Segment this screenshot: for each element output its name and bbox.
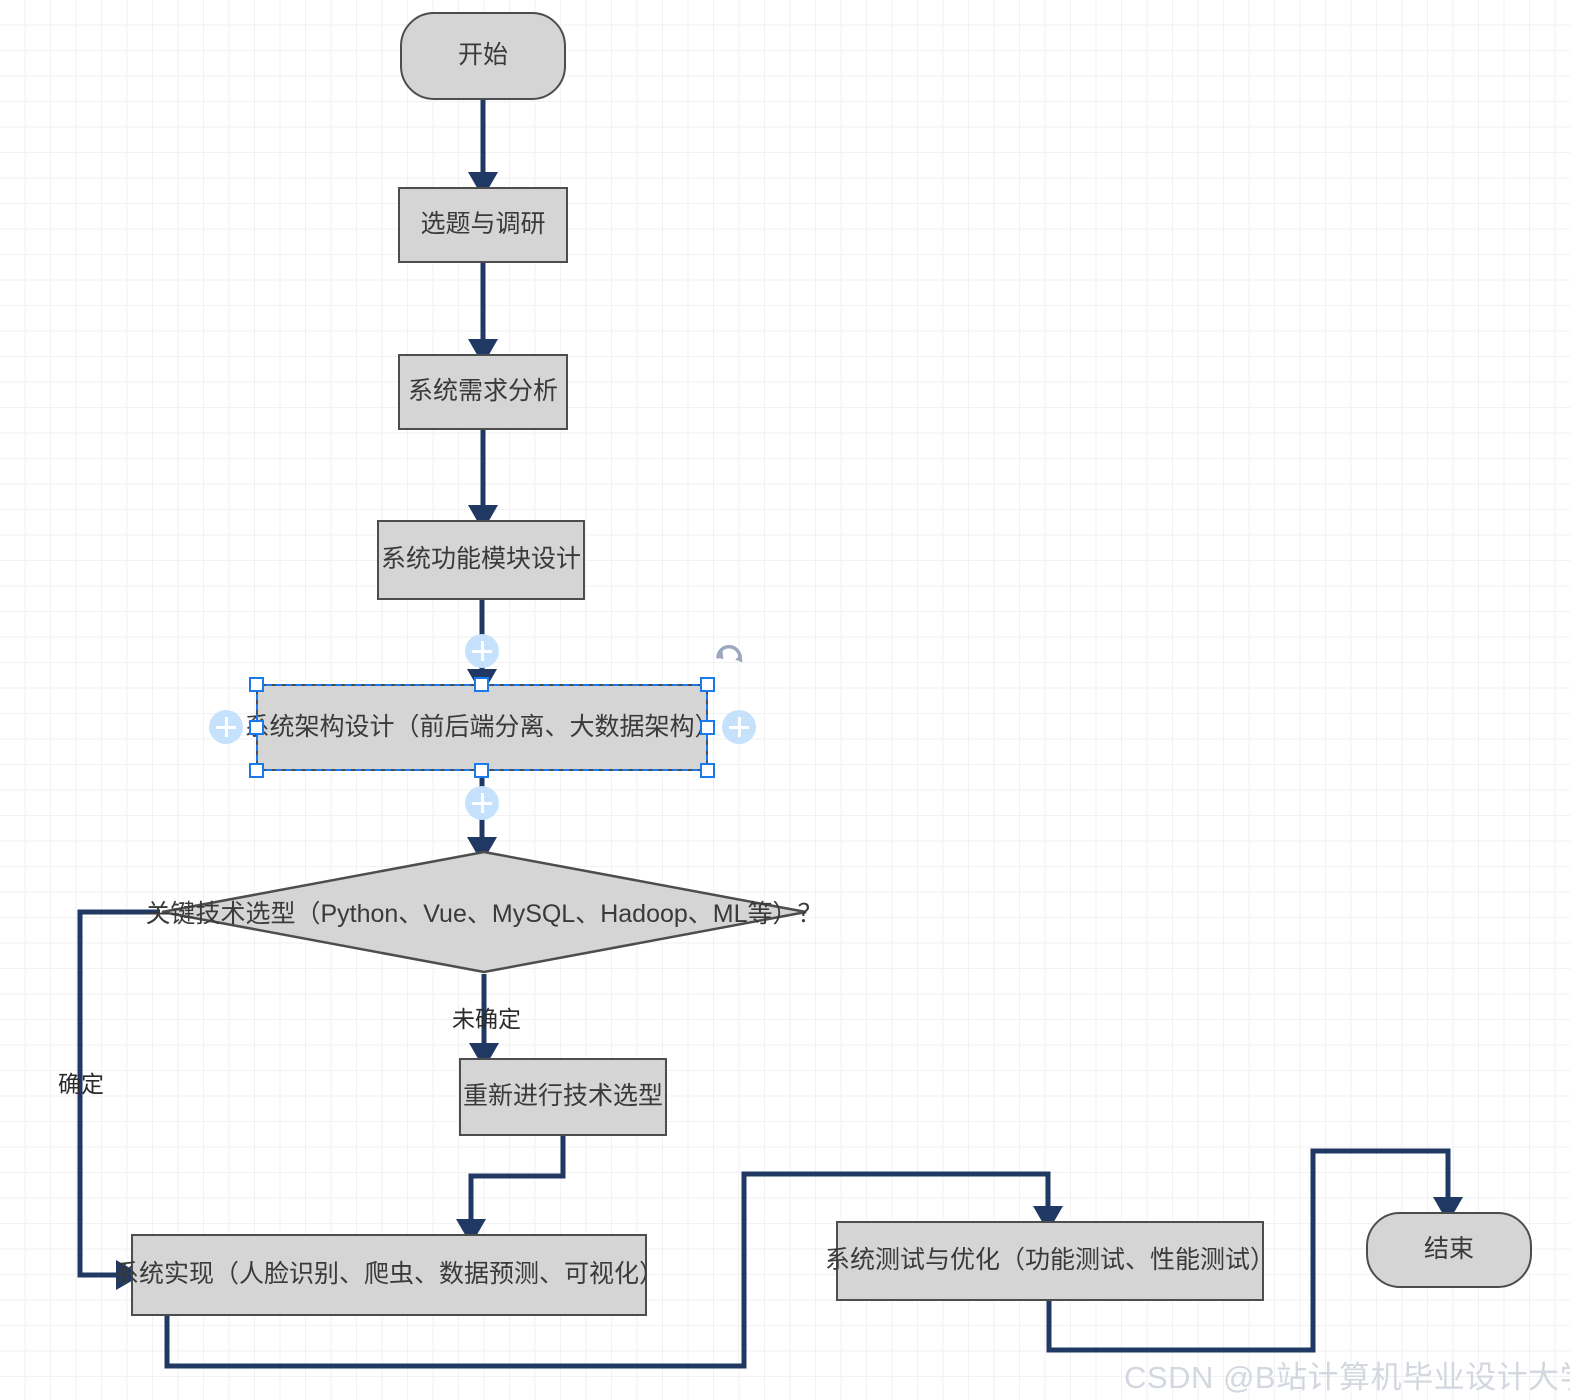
handle-middle-left[interactable]: [249, 720, 264, 735]
node-label-require: 系统需求分析: [407, 377, 558, 406]
connect-port-bottom[interactable]: [465, 786, 499, 820]
node-topic[interactable]: 选题与调研: [398, 187, 568, 263]
node-retech[interactable]: 重新进行技术选型: [459, 1058, 667, 1136]
handle-bottom-right[interactable]: [700, 763, 715, 778]
handle-top-left[interactable]: [249, 677, 264, 692]
node-label-test: 系统测试与优化（功能测试、性能测试）: [825, 1246, 1276, 1275]
handle-bottom-left[interactable]: [249, 763, 264, 778]
node-label-module: 系统功能模块设计: [380, 545, 581, 574]
node-label-start: 开始: [457, 41, 508, 70]
decision-shape: [161, 850, 807, 974]
node-test[interactable]: 系统测试与优化（功能测试、性能测试）: [825, 1221, 1275, 1301]
handle-top-center[interactable]: [474, 677, 489, 692]
node-impl[interactable]: 系统实现（人脸识别、爬虫、数据预测、可视化）: [114, 1234, 664, 1316]
handle-top-right[interactable]: [700, 677, 715, 692]
node-start[interactable]: 开始: [400, 12, 566, 100]
node-module[interactable]: 系统功能模块设计: [377, 520, 585, 600]
edge-label-tech-to-retech: 未确定: [452, 1006, 521, 1032]
node-label-impl: 系统实现（人脸识别、爬虫、数据预测、可视化）: [114, 1260, 665, 1289]
connect-port-top[interactable]: [465, 634, 499, 668]
node-label-tech: 关键技术选型（Python、Vue、MySQL、Hadoop、ML等）？: [145, 900, 823, 928]
connect-port-right[interactable]: [722, 710, 756, 744]
node-label-end: 结束: [1423, 1235, 1474, 1264]
node-label-retech: 重新进行技术选型: [462, 1082, 663, 1111]
node-label-arch: 系统架构设计（前后端分离、大数据架构）: [244, 712, 720, 741]
edge-label-tech-to-impl: 确定: [58, 1071, 104, 1097]
connect-port-left[interactable]: [209, 710, 243, 744]
node-tech[interactable]: [160, 850, 808, 974]
handle-middle-right[interactable]: [700, 720, 715, 735]
node-require[interactable]: 系统需求分析: [398, 354, 568, 430]
node-label-topic: 选题与调研: [420, 210, 546, 239]
rotate-icon: [716, 645, 743, 663]
rotate-handle[interactable]: [713, 641, 747, 675]
watermark: CSDN @B站计算机毕业设计大学: [1124, 1360, 1570, 1395]
node-end[interactable]: 结束: [1366, 1212, 1532, 1288]
node-arch[interactable]: 系统架构设计（前后端分离、大数据架构）: [245, 684, 720, 771]
edge-retech-to-impl[interactable]: [456, 1136, 566, 1245]
handle-bottom-center[interactable]: [474, 763, 489, 778]
